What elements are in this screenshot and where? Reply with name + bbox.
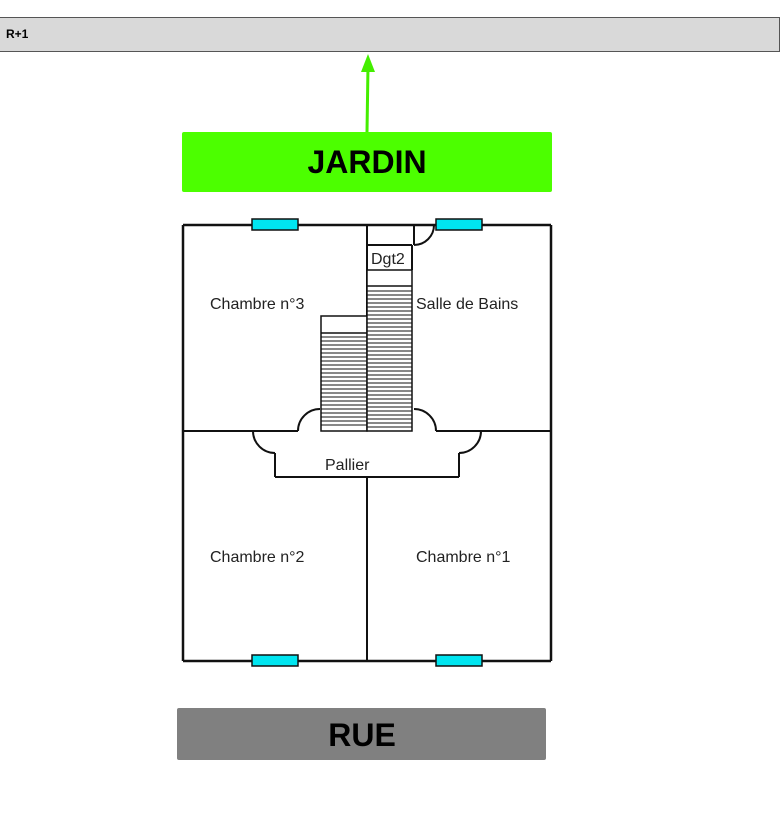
garden-direction-arrow <box>361 54 375 133</box>
staircase-right <box>366 269 413 432</box>
window-bottom-right <box>435 654 483 667</box>
room-label-landing: Pallier <box>325 457 370 474</box>
garden-label: JARDIN <box>307 144 426 180</box>
room-label-hallway-2: Dgt2 <box>371 251 405 268</box>
floor-header: R+1 <box>0 17 780 52</box>
floor-label: R+1 <box>6 27 29 41</box>
window-top-left <box>251 218 299 231</box>
room-label-bedroom-2: Chambre n°2 <box>210 549 305 566</box>
room-label-bathroom: Salle de Bains <box>416 296 518 313</box>
room-label-bedroom-3: Chambre n°3 <box>210 296 305 313</box>
window-top-right <box>435 218 483 231</box>
garden-band <box>182 132 552 192</box>
street-band <box>177 708 546 760</box>
street-label: RUE <box>328 717 396 753</box>
room-label-bedroom-1: Chambre n°1 <box>416 549 511 566</box>
windows <box>251 218 483 667</box>
staircase-left <box>320 315 368 432</box>
landing-outline <box>252 224 482 478</box>
window-bottom-left <box>251 654 299 667</box>
